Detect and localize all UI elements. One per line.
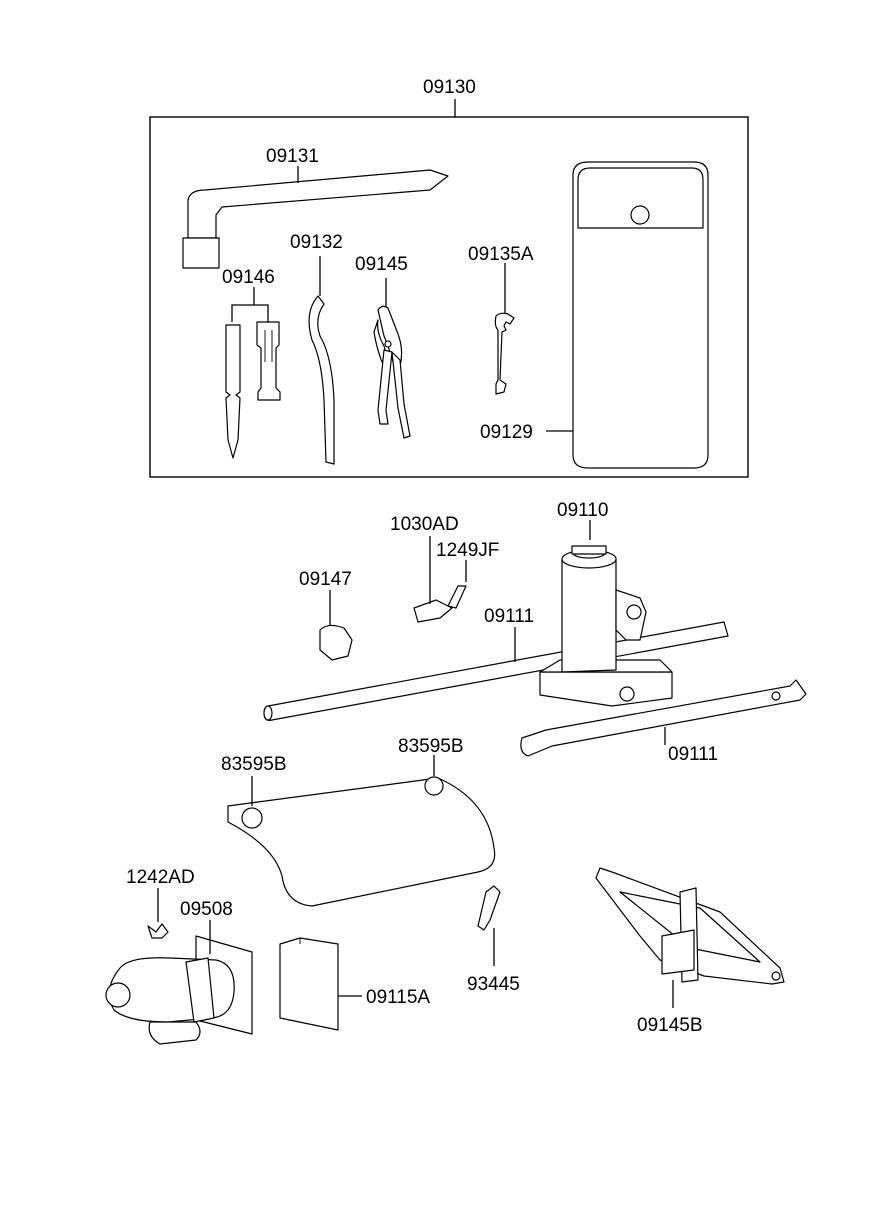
spanner-part bbox=[494, 263, 515, 395]
label-09115A: 09115A bbox=[366, 987, 430, 1008]
label-09110: 09110 bbox=[557, 500, 608, 521]
tool-kit-group: 09130 09131 09146 09132 bbox=[149, 77, 749, 478]
label-09145B: 09145B bbox=[637, 1015, 703, 1036]
holder-group: 1242AD 09508 bbox=[105, 867, 253, 1045]
label-09130: 09130 bbox=[423, 77, 476, 98]
label-1242AD: 1242AD bbox=[126, 867, 195, 888]
label-09132: 09132 bbox=[290, 232, 343, 253]
screwdriver-part bbox=[225, 287, 281, 459]
label-09111-a: 09111 bbox=[484, 606, 534, 627]
label-93445: 93445 bbox=[467, 974, 520, 995]
tool-kit-frame bbox=[149, 116, 749, 478]
label-09508: 09508 bbox=[180, 899, 233, 920]
label-09111-b: 09111 bbox=[668, 744, 718, 765]
label-1249JF: 1249JF bbox=[436, 540, 499, 561]
bottle-jack-group: 09111 09110 09111 1030AD 1249JF 09147 bbox=[263, 500, 807, 765]
manual-group: 09115A bbox=[279, 937, 430, 1031]
label-09131: 09131 bbox=[266, 146, 319, 167]
label-09146: 09146 bbox=[222, 267, 275, 288]
scissor-jack-group: 09145B bbox=[595, 867, 785, 1036]
label-09129: 09129 bbox=[480, 422, 533, 443]
handle-part-b bbox=[520, 679, 807, 757]
cover-group: 83595B 83595B bbox=[221, 736, 496, 907]
label-83595B-b: 83595B bbox=[398, 736, 464, 757]
l-wrench-part bbox=[182, 166, 449, 269]
label-09135A: 09135A bbox=[468, 244, 534, 265]
pouch-part bbox=[546, 161, 709, 469]
label-09147: 09147 bbox=[299, 569, 352, 590]
pliers-part bbox=[373, 278, 411, 439]
label-09145: 09145 bbox=[355, 254, 408, 275]
pin-group: 93445 bbox=[467, 885, 520, 995]
label-83595B-a: 83595B bbox=[221, 754, 287, 775]
bar-part bbox=[308, 256, 335, 465]
label-1030AD: 1030AD bbox=[390, 514, 459, 535]
